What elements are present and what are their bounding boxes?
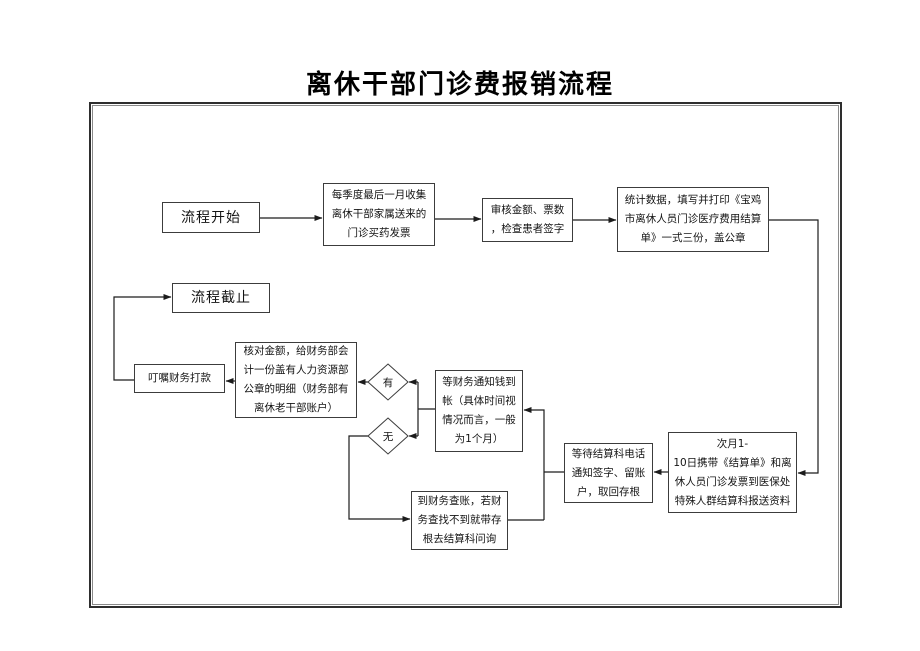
flow-node-collect-invoices: 每季度最后一月收集 离休干部家属送来的 门诊买药发票 xyxy=(323,183,435,246)
page-title: 离休干部门诊费报销流程 xyxy=(305,70,614,100)
connector-stats-to-submit xyxy=(769,219,819,476)
flowchart-frame-inner xyxy=(92,105,839,605)
flow-node-end: 流程截止 xyxy=(172,283,270,313)
flow-node-wait-call-sign: 等待结算科电话 通知签字、留账 户，取回存根 xyxy=(564,443,653,503)
flowchart-frame xyxy=(89,102,842,608)
connector-none-to-check-accounts xyxy=(348,435,411,522)
flow-node-wait-money-arrival: 等财务通知钱到 帐（具体时间视 情况而言，一般 为1个月） xyxy=(435,370,523,452)
flow-node-print-settlement: 统计数据，填写并打印《宝鸡 市离休人员门诊医疗费用结算 单》一式三份，盖公章 xyxy=(617,187,769,252)
flow-node-submit-materials: 次月1- 10日携带《结算单》和离 休人员门诊发票到医保处 特殊人群结算科报送资… xyxy=(668,432,797,513)
flow-node-verify-amount: 核对金额，给财务部会 计一份盖有人力资源部 公章的明细（财务部有 离休老干部账户… xyxy=(235,342,357,418)
flow-node-check-accounts: 到财务查账，若财 务查找不到就带存 根去结算科问询 xyxy=(411,491,508,550)
decision-has-label: 有 xyxy=(382,376,394,389)
flow-node-remind-finance: 叮嘱财务打款 xyxy=(134,364,225,393)
connector-remind-to-end xyxy=(113,294,172,381)
decision-none-label: 无 xyxy=(382,430,394,443)
connector-join-to-wait-money xyxy=(523,407,545,520)
decision-none-diamond xyxy=(367,417,409,455)
flow-node-start: 流程开始 xyxy=(162,202,260,233)
decision-has-diamond xyxy=(367,363,409,401)
flow-node-review-amount: 审核金额、票数 ，检查患者签字 xyxy=(482,198,573,242)
